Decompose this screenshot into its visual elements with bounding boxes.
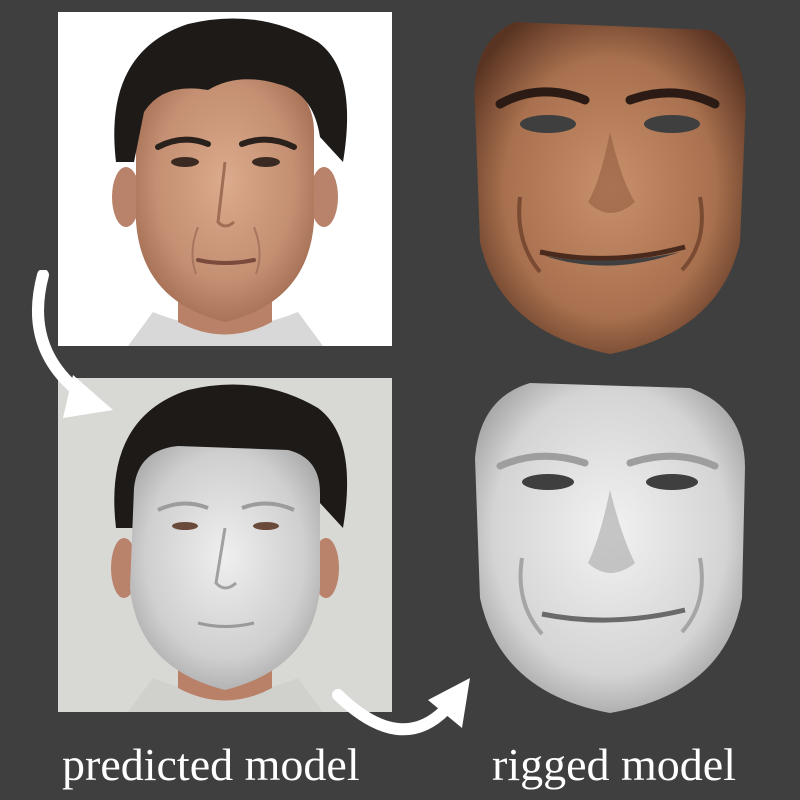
caption-predicted-model: predicted model (62, 739, 360, 790)
input-photo (58, 12, 392, 346)
textured-mesh (460, 12, 760, 362)
caption-rigged-model: rigged model (492, 739, 736, 790)
curved-arrow-icon (330, 670, 480, 750)
predicted-model-overlay (58, 378, 392, 712)
gray-mesh (460, 378, 760, 718)
curved-arrow-icon (18, 269, 128, 430)
